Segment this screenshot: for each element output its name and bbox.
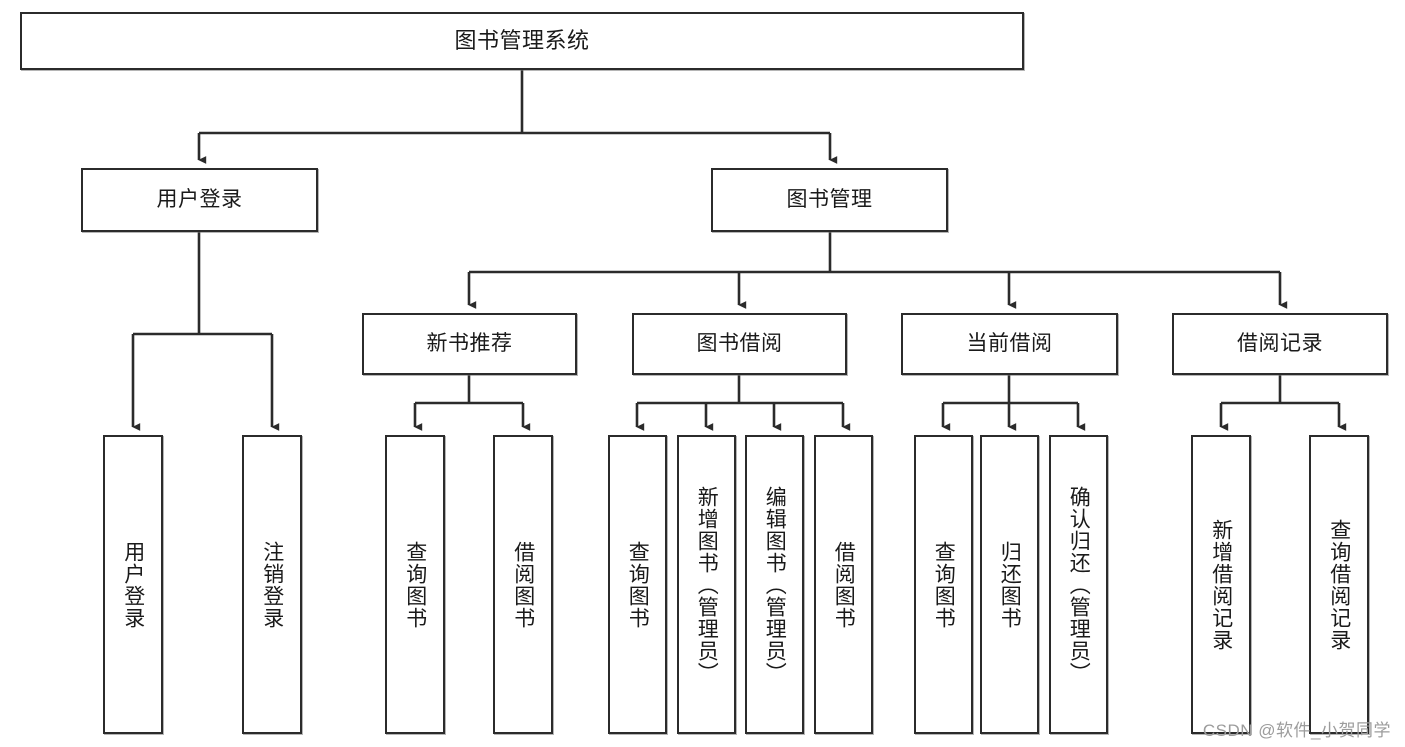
node-leaf-borrow-book-1-label: 借阅图书 (511, 540, 535, 629)
node-leaf-add-record-label: 新增借阅记录 (1209, 518, 1233, 651)
node-root-label: 图书管理系统 (454, 28, 590, 54)
node-leaf-user-logout-label: 注销登录 (260, 540, 284, 629)
node-leaf-query-book-3[interactable]: 查询图书 (914, 435, 973, 734)
node-leaf-query-book-3-label: 查询图书 (932, 540, 956, 629)
node-leaf-user-logout[interactable]: 注销登录 (242, 435, 302, 734)
node-new-book-rec-label: 新书推荐 (426, 331, 513, 355)
node-leaf-query-record-label: 查询借阅记录 (1327, 518, 1351, 651)
node-leaf-confirm-return[interactable]: 确认归还（管理员） (1049, 435, 1108, 734)
node-borrow-record-label: 借阅记录 (1237, 331, 1323, 355)
node-book-manage-label: 图书管理 (786, 187, 873, 211)
node-leaf-query-record[interactable]: 查询借阅记录 (1309, 435, 1369, 734)
node-leaf-query-book-1-label: 查询图书 (403, 540, 427, 629)
node-leaf-borrow-book-1[interactable]: 借阅图书 (493, 435, 553, 734)
node-leaf-query-book-2-label: 查询图书 (626, 540, 650, 629)
node-leaf-return-book-label: 归还图书 (998, 540, 1022, 629)
node-book-borrow[interactable]: 图书借阅 (632, 313, 847, 375)
node-leaf-user-login-label: 用户登录 (121, 540, 145, 629)
node-leaf-edit-book-label: 编辑图书（管理员） (763, 485, 787, 684)
node-user-login[interactable]: 用户登录 (81, 168, 318, 232)
node-root[interactable]: 图书管理系统 (20, 12, 1024, 70)
node-current-borrow[interactable]: 当前借阅 (901, 313, 1118, 375)
node-leaf-add-book-label: 新增图书（管理员） (695, 485, 719, 684)
node-leaf-user-login[interactable]: 用户登录 (103, 435, 163, 734)
node-leaf-confirm-return-label: 确认归还（管理员） (1067, 485, 1091, 684)
node-leaf-return-book[interactable]: 归还图书 (980, 435, 1039, 734)
node-new-book-rec[interactable]: 新书推荐 (362, 313, 577, 375)
node-leaf-add-book[interactable]: 新增图书（管理员） (677, 435, 736, 734)
node-book-borrow-label: 图书借阅 (696, 331, 783, 355)
node-book-manage[interactable]: 图书管理 (711, 168, 948, 232)
node-leaf-query-book-1[interactable]: 查询图书 (385, 435, 445, 734)
node-current-borrow-label: 当前借阅 (966, 331, 1053, 355)
node-user-login-label: 用户登录 (156, 187, 243, 211)
node-leaf-query-book-2[interactable]: 查询图书 (608, 435, 667, 734)
node-leaf-add-record[interactable]: 新增借阅记录 (1191, 435, 1251, 734)
watermark-text: CSDN @软件_小贺同学 (1202, 721, 1391, 740)
node-leaf-borrow-book-2[interactable]: 借阅图书 (814, 435, 873, 734)
node-borrow-record[interactable]: 借阅记录 (1172, 313, 1388, 375)
node-leaf-borrow-book-2-label: 借阅图书 (832, 540, 856, 629)
node-leaf-edit-book[interactable]: 编辑图书（管理员） (745, 435, 804, 734)
